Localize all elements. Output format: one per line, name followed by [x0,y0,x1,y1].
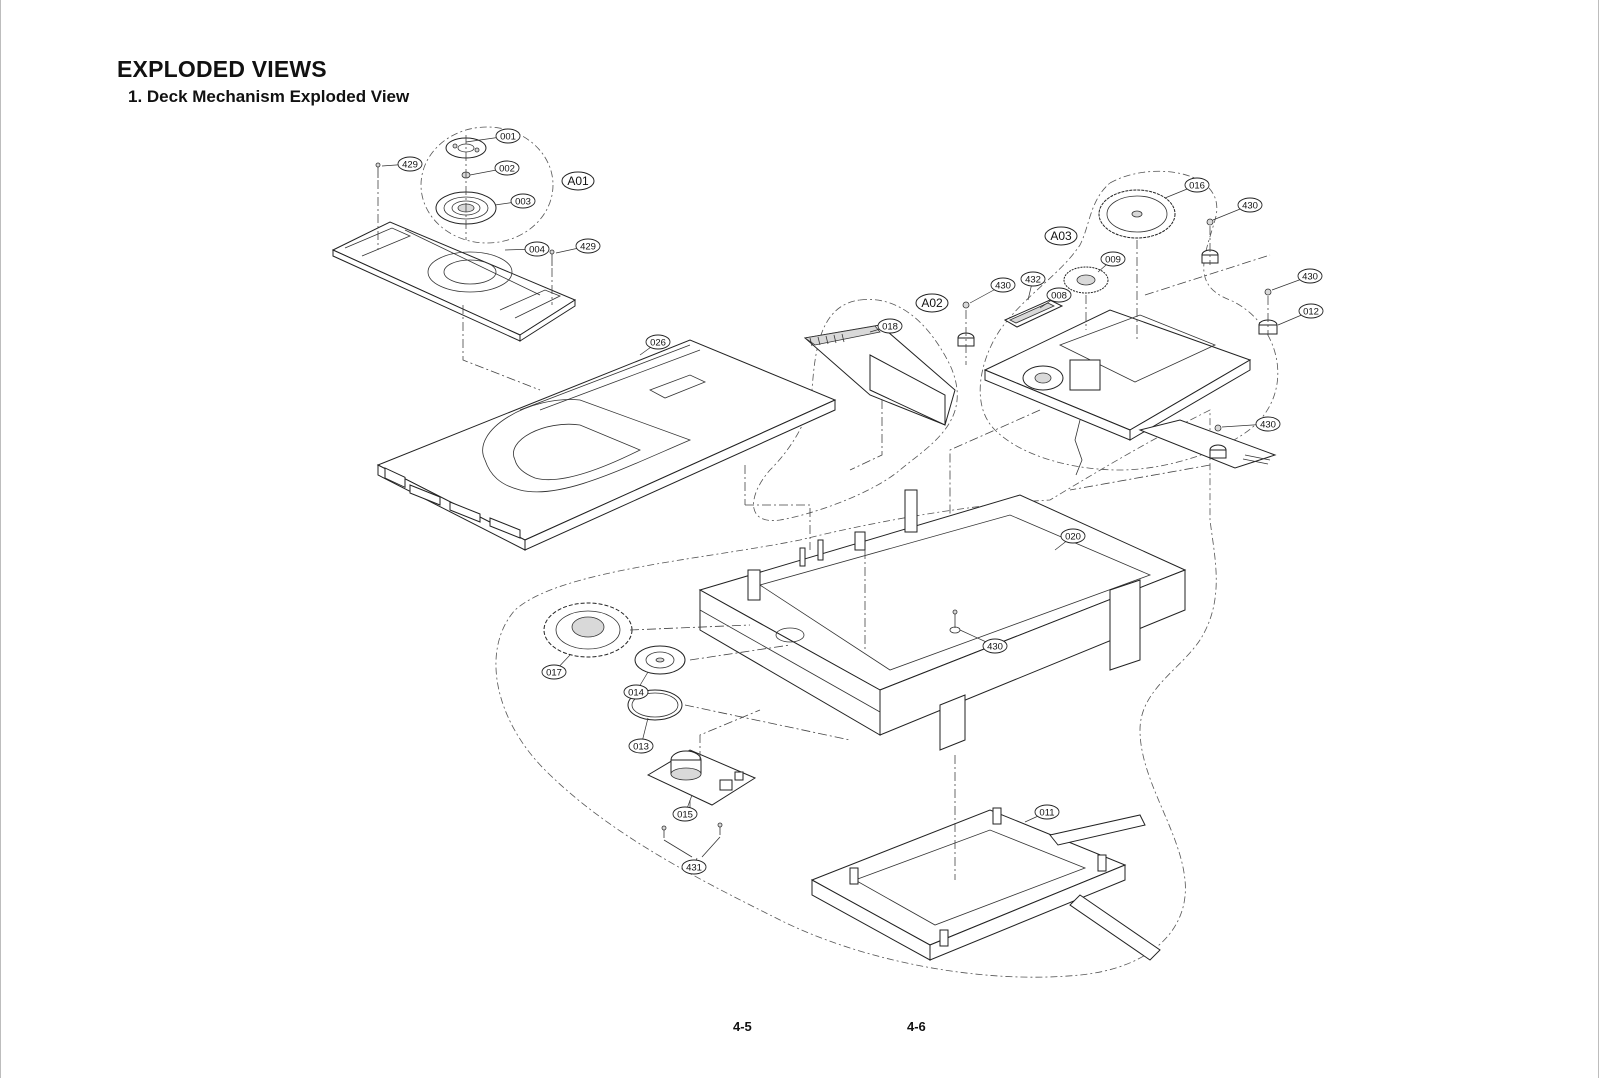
callout-label: 026 [650,337,666,348]
callout-013: 013 [628,717,654,754]
callout-label: 020 [1065,531,1081,542]
part-429-screws [375,162,555,266]
callout-label: 430 [1260,419,1276,430]
callout-label: 430 [1242,200,1258,211]
a01-group-boundary [420,126,554,244]
callout-label: 431 [686,862,702,873]
callout-label: 430 [987,641,1003,652]
callout-016: 016 [1164,177,1210,199]
page-subtitle: 1. Deck Mechanism Exploded View [128,87,410,106]
callout-label: 429 [402,159,418,170]
callout-429a: 429 [381,156,423,172]
svg-text:A01: A01 [567,174,589,188]
callout-017: 017 [541,654,571,680]
callout-011: 011 [1024,804,1060,823]
svg-text:A02: A02 [921,296,943,310]
group-label-a01: A01 [561,171,595,191]
part-014-pulley [634,645,686,675]
part-011-traverse-frame [810,807,1161,961]
part-008-rack [1003,299,1064,328]
callout-label: 014 [628,687,644,698]
callout-026: 026 [639,334,671,356]
page-number-left: 4-5 [733,1019,752,1034]
callout-label: 011 [1039,807,1054,818]
callout-430b: 430 [969,277,1016,304]
callout-009: 009 [1097,251,1126,273]
callout-label: 429 [580,241,596,252]
a02-group-boundary [753,299,958,521]
callout-label: 430 [1302,271,1318,282]
callout-430e: 430 [959,629,1008,654]
callout-label: 009 [1105,254,1121,265]
callout-002: 002 [469,160,520,176]
part-015-loading-motor [646,749,757,806]
part-020-main-chassis [698,489,1187,751]
part-017-drive-gear [543,602,633,658]
callout-430c: 430 [1271,268,1323,291]
part-018-slider-cam [803,324,956,426]
callout-label: 002 [499,163,515,174]
part-009-gear [1063,266,1109,294]
callout-001: 001 [465,128,521,144]
callout-label: 008 [1051,290,1067,301]
callout-432: 432 [1020,271,1046,301]
callout-015: 015 [672,794,698,822]
callout-label: 016 [1189,180,1205,191]
callout-018: 018 [869,318,903,334]
callout-label: 001 [500,131,516,142]
part-431-screws [661,822,723,858]
group-label-a02: A02 [915,293,949,313]
part-pickup-base-assembly [983,309,1277,476]
callout-003: 003 [494,193,536,209]
page-number-right: 4-6 [907,1019,926,1034]
callout-430d: 430 [1221,416,1281,432]
callout-label: 018 [882,321,898,332]
a03-group-boundary [979,170,1279,471]
callout-004: 004 [504,241,550,257]
page-title: EXPLODED VIEWS [117,56,327,82]
callout-430a: 430 [1212,197,1263,221]
callout-014: 014 [623,671,649,700]
callout-label: 430 [995,280,1011,291]
callout-429b: 429 [555,238,601,254]
callout-label: 004 [529,244,545,255]
callout-label: 015 [677,809,693,820]
part-012-430-dampers [957,218,1278,459]
part-026-disc-tray [376,339,837,551]
main-group-boundary [495,409,1217,978]
callout-431: 431 [681,857,707,875]
callout-008: 008 [1039,287,1072,309]
callout-label: 432 [1025,274,1041,285]
callout-020: 020 [1054,528,1086,551]
callout-label: 012 [1303,306,1319,317]
svg-text:A03: A03 [1050,229,1072,243]
part-016-gear [1098,189,1176,239]
callout-label: 017 [546,667,562,678]
part-004-clamper-holder [331,221,577,342]
callout-label: 013 [633,741,649,752]
callout-012: 012 [1277,303,1324,326]
callout-label: 003 [515,196,531,207]
group-label-a03: A03 [1044,226,1078,246]
